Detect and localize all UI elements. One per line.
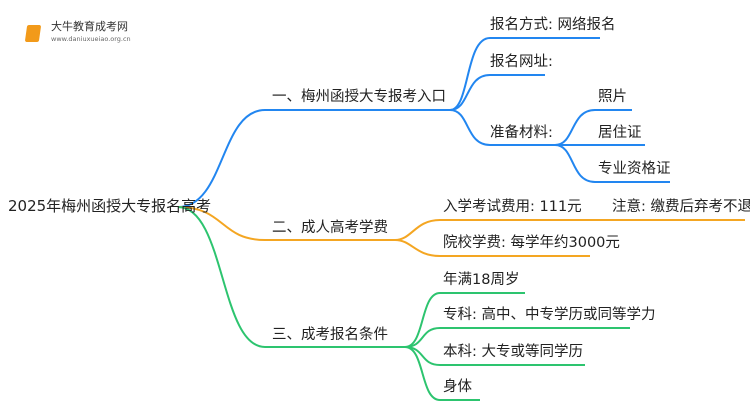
node-tuition: 院校学费: 每学年约3000元 — [443, 235, 620, 251]
branch-fees: 二、成人高考学费 — [272, 220, 388, 236]
node-junior-college: 专科: 高中、中专学历或同等学力 — [443, 307, 656, 323]
node-fee-note: 注意: 缴费后弃考不退费 — [612, 199, 750, 215]
logo-url: www.daniuxueiao.org.cn — [51, 35, 131, 43]
branch-1-lines — [177, 37, 670, 208]
node-qualification-cert: 专业资格证 — [598, 161, 671, 177]
root-topic: 2025年梅州函授大专报名高考 — [8, 197, 212, 215]
node-health: 身体 — [443, 379, 472, 395]
node-signup-method: 报名方式: 网络报名 — [490, 17, 616, 33]
node-signup-url: 报名网址: — [490, 54, 553, 70]
branch-entry: 一、梅州函授大专报考入口 — [272, 89, 446, 105]
logo: 大牛教育成考网 www.daniuxueiao.org.cn — [18, 14, 138, 48]
branch-conditions: 三、成考报名条件 — [272, 327, 388, 343]
node-bachelor: 本科: 大专或等同学历 — [443, 344, 583, 360]
node-materials: 准备材料: — [490, 125, 553, 141]
node-photo: 照片 — [598, 89, 627, 105]
branch-2-lines — [177, 206, 745, 257]
node-residence-permit: 居住证 — [598, 125, 642, 141]
node-age: 年满18周岁 — [443, 272, 520, 288]
node-exam-fee: 入学考试费用: 111元 — [443, 199, 582, 215]
branch-3-lines — [177, 206, 630, 401]
logo-name: 大牛教育成考网 — [51, 20, 128, 33]
